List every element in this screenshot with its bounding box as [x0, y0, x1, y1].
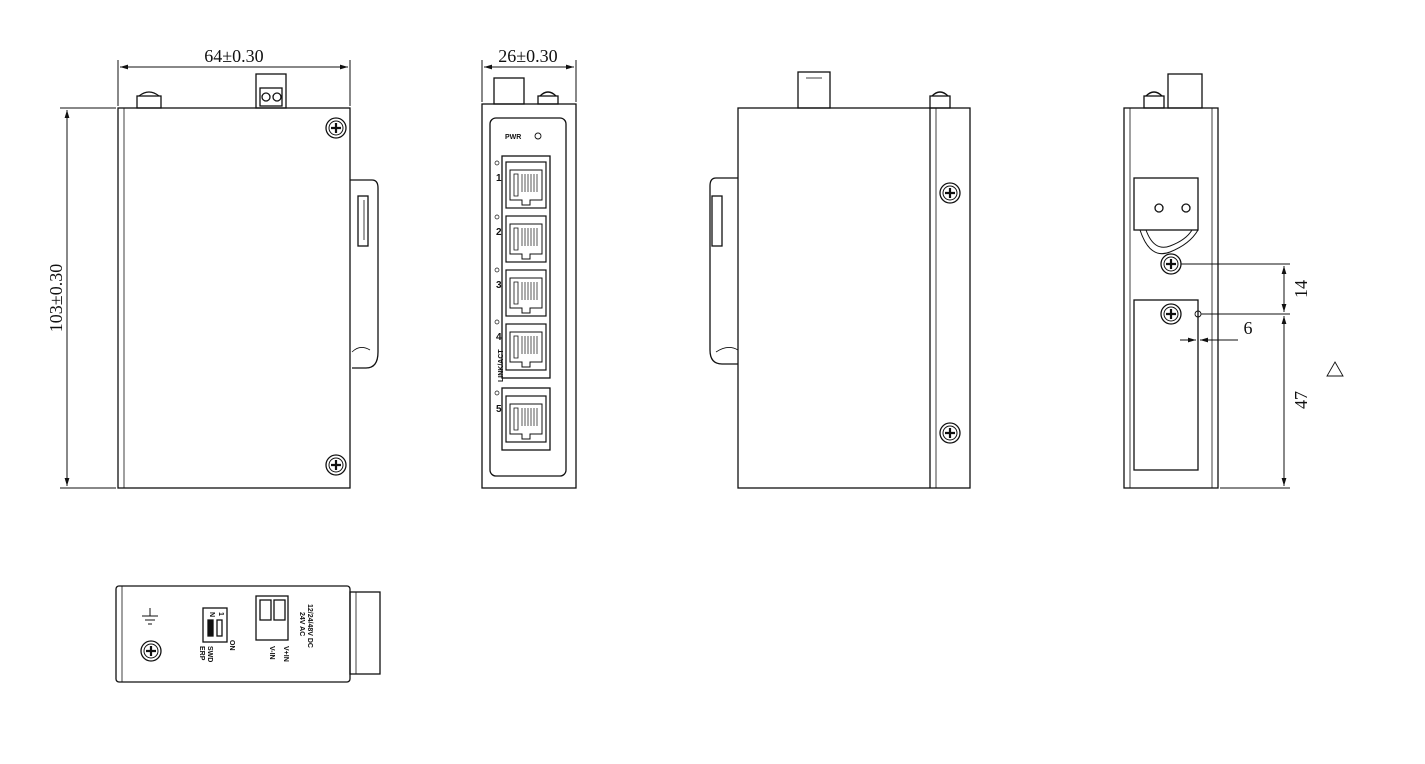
port-number-4: 4 [496, 332, 502, 343]
side-view-left [117, 73, 379, 489]
dimension-height [60, 107, 116, 489]
bottom-view [115, 585, 381, 683]
warning-icon [1326, 361, 1344, 377]
dimension-mount [1180, 263, 1290, 489]
voltage-ac-label: 24V AC [298, 612, 305, 636]
voltage-dc-label: 12/24/48V DC [306, 604, 313, 648]
dimension-depth-label: 26±0.30 [498, 46, 557, 66]
ethernet-port-icon [505, 395, 547, 443]
dimension-width [117, 60, 351, 106]
ground-screw-icon [139, 639, 163, 663]
dimension-height-label: 103±0.30 [46, 264, 66, 332]
terminal-vplus-label: V+IN [282, 646, 289, 662]
ethernet-port-icon [505, 161, 547, 209]
link-act-label: LINK/ACT [498, 349, 505, 382]
dip-erp-label: ERP [198, 646, 205, 661]
rear-view [1123, 73, 1219, 489]
port-number-2: 2 [496, 227, 502, 238]
ethernet-port-icon [505, 323, 547, 371]
dimension-depth [481, 60, 577, 102]
dip-on-label: ON [228, 640, 235, 651]
screw-icon [1159, 302, 1183, 326]
terminal-vminus-label: V-IN [268, 646, 275, 660]
front-view [481, 77, 577, 489]
screw-icon [1159, 252, 1183, 276]
dimension-width-label: 64±0.30 [204, 46, 263, 66]
dimension-offset-label: 6 [1244, 318, 1253, 338]
screw-icon [324, 453, 348, 477]
screw-icon [938, 421, 962, 445]
dimension-mount-height-label: 47 [1291, 391, 1311, 409]
ethernet-port-icon [505, 269, 547, 317]
ethernet-port-icon [505, 215, 547, 263]
power-led-label: PWR [505, 134, 521, 141]
port-number-3: 3 [496, 280, 502, 291]
screw-icon [324, 116, 348, 140]
port-number-5: 5 [496, 404, 502, 415]
screw-icon [938, 181, 962, 205]
dip-n-label: N [208, 612, 215, 617]
port-number-1: 1 [496, 173, 502, 184]
side-view-right [709, 71, 971, 489]
dip-1-label: 1 [217, 612, 224, 616]
dimension-spacing-label: 14 [1291, 280, 1311, 298]
dip-swd-label: SWD [206, 646, 213, 662]
